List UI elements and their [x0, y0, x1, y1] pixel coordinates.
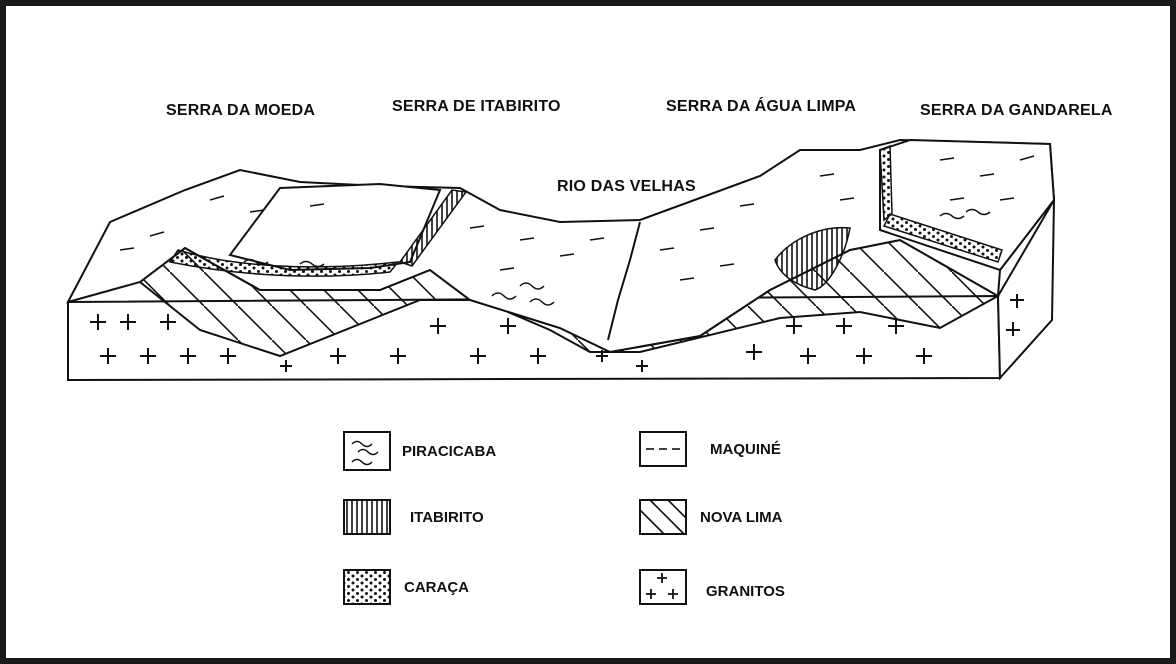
itabirito-wedge-agua-limpa	[774, 226, 851, 291]
piracicaba-waves	[243, 208, 991, 306]
label-serra-da-moeda: SERRA DA MOEDA	[166, 102, 316, 119]
legend-swatch-nova-lima	[639, 499, 687, 535]
label-serra-de-itabirito: SERRA DE ITABIRITO	[392, 98, 561, 115]
maquine-dashes	[119, 155, 1035, 281]
itabirito-layer-moeda	[398, 189, 468, 267]
legend-swatch-maquine	[639, 431, 687, 467]
label-serra-da-agua-limpa: SERRA DA ÁGUA LIMPA	[666, 98, 857, 115]
legend-swatch-itabirito	[343, 499, 391, 535]
legend-label-itabirito: ITABIRITO	[410, 509, 484, 526]
legend-label-maquine: MAQUINÉ	[710, 441, 781, 458]
legend-swatch-caraca	[343, 569, 391, 605]
granite-crosses	[90, 294, 1024, 372]
legend-swatch-piracicaba	[343, 431, 391, 471]
label-serra-da-gandarela: SERRA DA GANDARELA	[920, 102, 1113, 119]
legend-label-piracicaba: PIRACICABA	[402, 443, 497, 460]
legend-label-caraca: CARAÇA	[404, 579, 469, 596]
label-rio-das-velhas: RIO DAS VELHAS	[557, 178, 696, 195]
caraca-layer-moeda	[168, 249, 400, 277]
caraca-layer-gandarela-side	[879, 144, 893, 222]
caraca-layer-gandarela	[882, 213, 1003, 263]
legend-swatches	[343, 431, 687, 605]
legend-label-nova-lima: NOVA LIMA	[700, 509, 783, 526]
legend-swatch-granitos	[639, 569, 687, 605]
rio-das-velhas-valley	[607, 221, 641, 341]
legend-label-granitos: GRANITOS	[706, 583, 785, 600]
